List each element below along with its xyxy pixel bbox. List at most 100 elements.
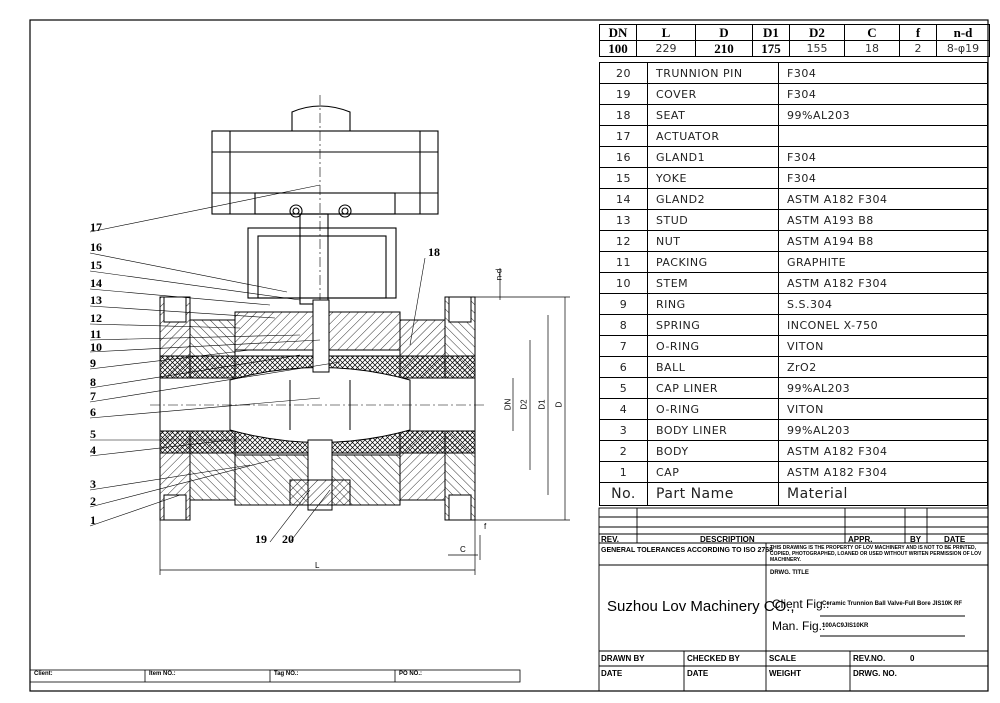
- dim-header-d: D: [695, 24, 753, 41]
- part-material: S.S.304: [778, 293, 988, 315]
- date-label-1: DATE: [601, 669, 623, 678]
- part-material: ASTM A182 F304: [778, 272, 988, 294]
- dim-header-d1: D1: [752, 24, 790, 41]
- part-material: VITON: [778, 398, 988, 420]
- callout-18: 18: [428, 245, 440, 259]
- part-number: 1: [599, 461, 648, 483]
- part-number: 17: [599, 125, 648, 147]
- dim-value-d: 210: [695, 40, 753, 57]
- dim-header-l: L: [636, 24, 696, 41]
- part-material: 99%AL203: [778, 377, 988, 399]
- part-material: ASTM A182 F304: [778, 461, 988, 483]
- dim-label-nd: n-d: [494, 268, 504, 281]
- callout-5: 5: [90, 427, 96, 441]
- parts-header-no: No.: [599, 482, 648, 506]
- callout-10: 10: [90, 340, 102, 354]
- part-number: 15: [599, 167, 648, 189]
- drawn-by-label: DRAWN BY: [601, 654, 645, 663]
- part-number: 3: [599, 419, 648, 441]
- dim-label-dn: DN: [503, 398, 513, 411]
- part-material: [778, 125, 988, 147]
- title-block-frame: [598, 507, 989, 692]
- callout-1: 1: [90, 513, 96, 527]
- callout-9: 9: [90, 356, 96, 370]
- part-material: ASTM A182 F304: [778, 188, 988, 210]
- appr-label: APPR.: [848, 535, 873, 544]
- dim-label-c: C: [460, 545, 466, 554]
- callout-7: 7: [90, 389, 96, 403]
- company-name: Suzhou Lov Machinery CO.,: [607, 598, 795, 615]
- dimension-lines: [159, 268, 570, 575]
- part-name: ACTUATOR: [647, 125, 779, 147]
- callout-19: 19: [255, 532, 267, 546]
- date-label: DATE: [944, 535, 966, 544]
- dim-value-d2: 155: [789, 40, 845, 57]
- part-number: 13: [599, 209, 648, 231]
- dim-header-f: f: [899, 24, 937, 41]
- weight-label: WEIGHT: [769, 669, 801, 678]
- part-material: ASTM A193 B8: [778, 209, 988, 231]
- part-name: CAP LINER: [647, 377, 779, 399]
- actuator: [211, 105, 439, 218]
- part-number: 11: [599, 251, 648, 273]
- callout-20: 20: [282, 532, 294, 546]
- callout-4: 4: [90, 443, 96, 457]
- callout-8: 8: [90, 375, 96, 389]
- part-number: 8: [599, 314, 648, 336]
- dim-header-d2: D2: [789, 24, 845, 41]
- by-label: BY: [910, 535, 922, 544]
- part-material: 99%AL203: [778, 104, 988, 126]
- dim-label-d1: D1: [537, 399, 547, 410]
- callout-15: 15: [90, 258, 102, 272]
- valve-body-section: [150, 296, 485, 521]
- part-name: COVER: [647, 83, 779, 105]
- callout-12: 12: [90, 311, 102, 325]
- bottom-strip: [29, 669, 521, 683]
- checked-by-label: CHECKED BY: [687, 654, 740, 663]
- part-number: 5: [599, 377, 648, 399]
- part-number: 4: [599, 398, 648, 420]
- part-name: CAP: [647, 461, 779, 483]
- dim-value-d1: 175: [752, 40, 790, 57]
- part-number: 10: [599, 272, 648, 294]
- callout-2: 2: [90, 494, 96, 508]
- dim-header-dn: DN: [599, 24, 637, 41]
- part-number: 14: [599, 188, 648, 210]
- dim-value-nd: 8-φ19: [936, 40, 990, 57]
- part-number: 2: [599, 440, 648, 462]
- dim-value-l: 229: [636, 40, 696, 57]
- dim-header-c: C: [844, 24, 900, 41]
- dim-value-dn: 100: [599, 40, 637, 57]
- part-name: PACKING: [647, 251, 779, 273]
- part-material: VITON: [778, 335, 988, 357]
- callout-6: 6: [90, 405, 96, 419]
- part-material: INCONEL X-750: [778, 314, 988, 336]
- dim-label-d2: D2: [519, 399, 529, 410]
- part-name: O-RING: [647, 398, 779, 420]
- part-material: ASTM A182 F304: [778, 440, 988, 462]
- part-name: BALL: [647, 356, 779, 378]
- part-number: 16: [599, 146, 648, 168]
- part-name: BODY: [647, 440, 779, 462]
- part-number: 19: [599, 83, 648, 105]
- client-fig-value: Ceramic Trunnion Ball Valve-Full Bore JI…: [822, 601, 963, 607]
- part-name: STUD: [647, 209, 779, 231]
- drwg-no-label: DRWG. NO.: [853, 669, 897, 678]
- part-material: GRAPHITE: [778, 251, 988, 273]
- part-number: 20: [599, 62, 648, 84]
- part-name: SEAT: [647, 104, 779, 126]
- part-number: 7: [599, 335, 648, 357]
